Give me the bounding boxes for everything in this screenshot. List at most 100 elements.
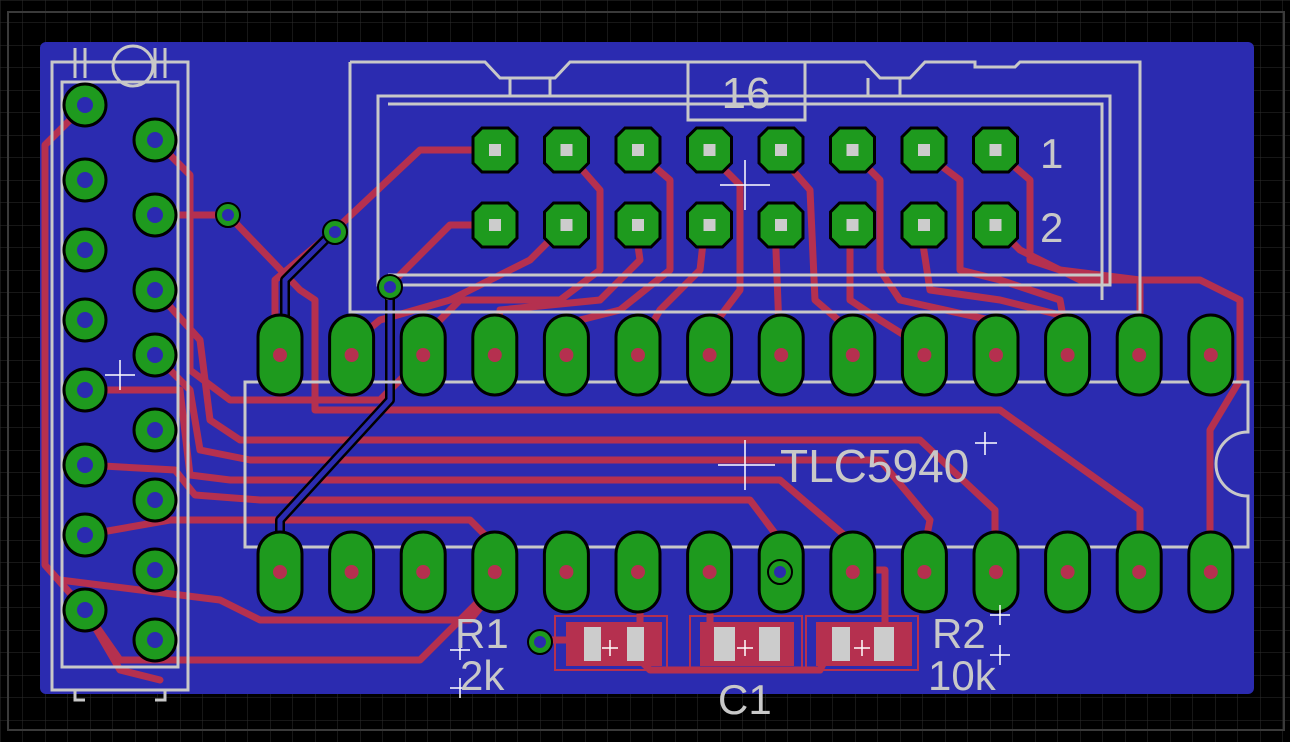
connector-pin-count-label: 16	[722, 69, 771, 118]
origin-cross	[990, 605, 1010, 625]
header-outline	[50, 60, 190, 692]
connector-pad	[757, 126, 805, 174]
ic-pad	[900, 313, 948, 397]
pad-drill	[846, 219, 859, 231]
header-pad	[132, 617, 178, 663]
ic-pad	[1115, 530, 1163, 614]
pad-drill	[487, 348, 502, 362]
pad-drill	[560, 219, 573, 231]
pad-drill	[1060, 565, 1075, 579]
ic-pad	[471, 313, 519, 397]
origin-cross	[720, 160, 770, 210]
connector-pad	[900, 201, 948, 249]
ic-name-label: TLC5940	[780, 440, 969, 492]
pad-drill	[845, 565, 860, 579]
pad-drill	[77, 97, 93, 113]
pad-drill	[632, 144, 644, 156]
ic-pad	[1044, 530, 1092, 614]
origin-cross	[975, 432, 997, 455]
via-drill	[384, 281, 396, 293]
c1-name-label: C1	[718, 676, 772, 723]
pad-drill	[703, 144, 716, 156]
header-pad	[132, 547, 178, 593]
pad-drill	[1132, 348, 1147, 362]
via-drill	[222, 209, 234, 221]
via-drill	[774, 566, 786, 578]
pad-drill	[77, 527, 93, 543]
smd-center	[601, 627, 627, 661]
pad-drill	[917, 565, 932, 579]
ic-pad	[1187, 530, 1235, 614]
via	[215, 202, 241, 228]
pad-drill	[489, 219, 501, 231]
pads	[62, 82, 1235, 663]
r1-name-label: R1	[455, 610, 509, 657]
trace	[151, 351, 934, 574]
pad-drill	[702, 348, 717, 362]
ic-pad	[614, 313, 662, 397]
ic-pad	[1187, 313, 1235, 397]
pad-drill	[918, 144, 930, 156]
pad-drill	[77, 242, 93, 258]
origin-markers	[105, 160, 1010, 698]
vias	[215, 202, 793, 655]
pad-drill	[845, 348, 860, 362]
origin-cross	[854, 640, 870, 656]
connector-pad	[972, 201, 1019, 249]
trace	[991, 221, 1244, 574]
r2-name-label: R2	[932, 610, 986, 657]
ic-pad	[328, 530, 376, 614]
silk-line	[73, 48, 167, 702]
smd-outline	[689, 615, 803, 671]
r2-value-label: 10k	[928, 652, 997, 699]
header-pad	[132, 192, 178, 238]
pad-drill	[703, 219, 716, 231]
connector-pad	[972, 126, 1019, 174]
header-pad	[62, 157, 108, 203]
connector-pad	[543, 126, 590, 174]
pad-drill	[489, 144, 501, 156]
connector-pin2-label: 2	[1040, 204, 1063, 251]
pad-drill	[560, 144, 573, 156]
pad-drill	[775, 144, 787, 156]
via-drill	[534, 636, 546, 648]
pad-drill	[147, 207, 163, 223]
header-pad	[62, 512, 108, 558]
ic-pad	[614, 530, 662, 614]
pad-drill	[344, 348, 359, 362]
header-pad	[62, 587, 108, 633]
pad-drill	[147, 562, 163, 578]
pad-drill	[989, 144, 1002, 156]
header-pad	[62, 297, 108, 343]
ic-pad	[256, 530, 304, 614]
connector-pad	[829, 201, 876, 249]
ic-pad	[328, 313, 376, 397]
header-silkscreen	[50, 44, 190, 702]
connector-pad	[471, 126, 519, 174]
ic-pad	[471, 530, 519, 614]
ic-pad	[1044, 313, 1092, 397]
pad-drill	[147, 632, 163, 648]
smd-c1	[689, 615, 803, 671]
ic-pad	[972, 530, 1020, 614]
ic-pad	[829, 313, 877, 397]
pad-drill	[487, 565, 502, 579]
ic-pad	[900, 530, 948, 614]
connector-pad	[686, 126, 733, 174]
origin-cross	[602, 640, 618, 656]
smd-outline	[805, 615, 919, 671]
pad-drill	[416, 348, 431, 362]
via	[527, 629, 553, 655]
pad-drill	[77, 457, 93, 473]
ic-outline	[243, 380, 1250, 549]
pad-drill	[631, 348, 645, 362]
trace	[81, 461, 784, 544]
ic-pad	[757, 313, 805, 397]
pad-drill	[917, 348, 932, 362]
header-pad	[62, 367, 108, 413]
pad-drill	[989, 348, 1003, 362]
smd-r1	[554, 615, 668, 671]
header-pad	[62, 442, 108, 488]
trace	[224, 211, 1144, 574]
